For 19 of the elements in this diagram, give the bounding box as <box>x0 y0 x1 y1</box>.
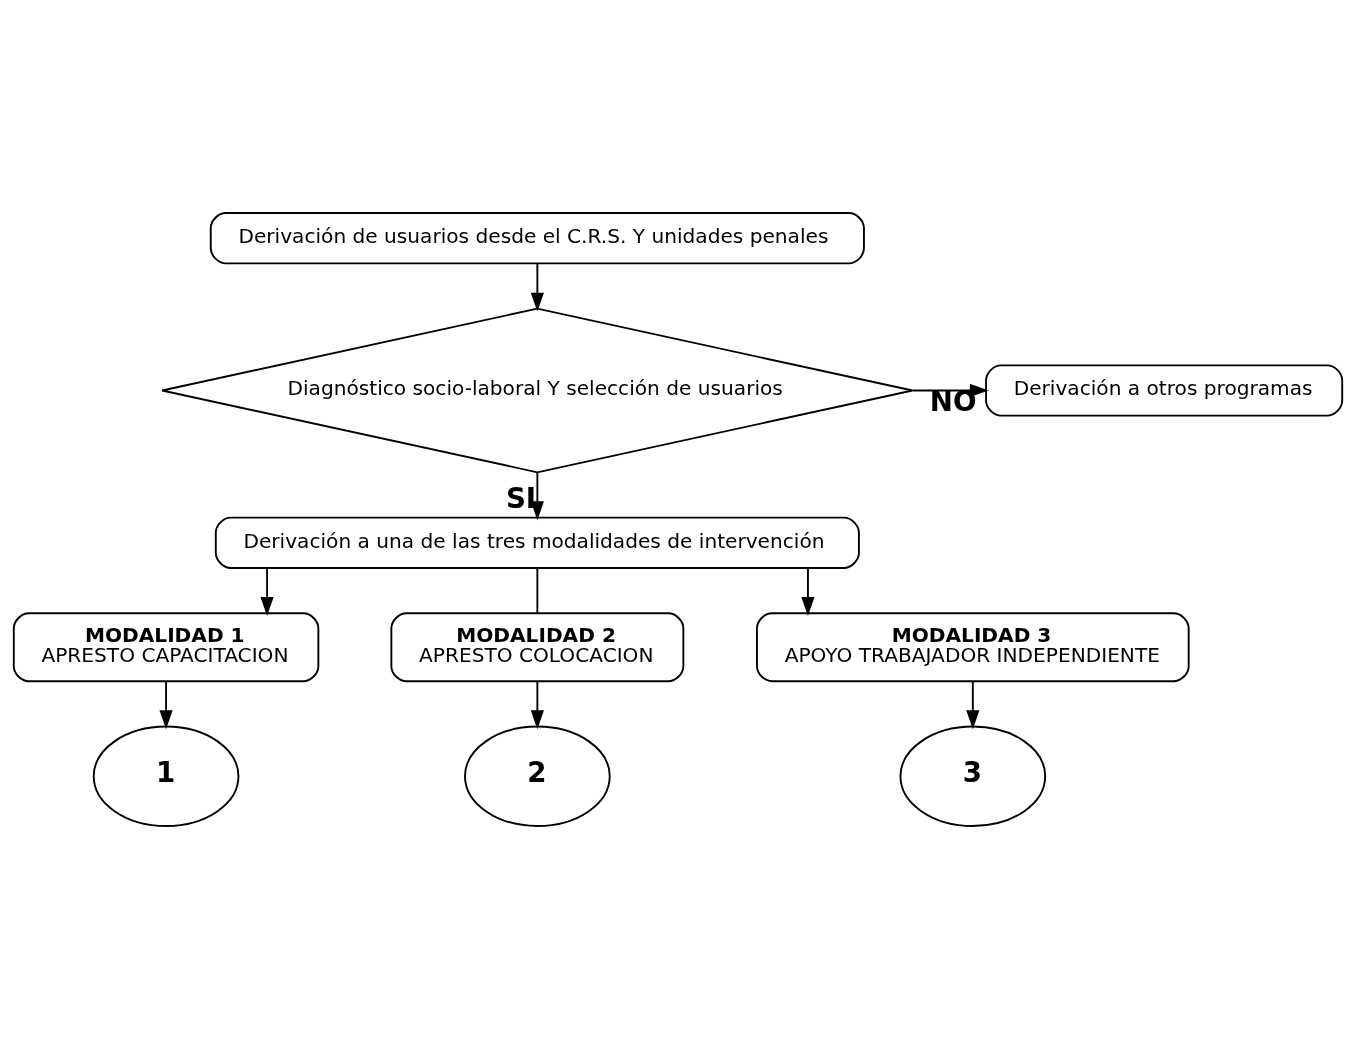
node-ellipse: 2 <box>464 725 611 827</box>
arrow <box>966 680 980 729</box>
node-diamond: Diagnóstico socio-laboral Y selección de usuarios <box>161 307 914 473</box>
node-box: MODALIDAD 1 APRESTO CAPACITACION <box>12 611 320 682</box>
node-ellipse: 3 <box>899 725 1047 827</box>
node-box: Derivación a una de las tres modalidades de intervención <box>214 516 860 569</box>
arrow <box>159 680 173 729</box>
arrow <box>260 566 274 616</box>
node-box: Derivación de usuarios desde el C.R.S. Y unidades penales <box>209 211 865 264</box>
node-box: Derivación a otros programas <box>985 363 1344 417</box>
arrow <box>801 566 815 616</box>
node-ellipse: 1 <box>92 725 240 827</box>
edge-label: SI <box>505 481 537 515</box>
arrow <box>530 680 544 729</box>
node-box: MODALIDAD 2 APRESTO COLOCACION <box>390 611 685 682</box>
arrow <box>530 262 544 312</box>
connector <box>536 566 539 614</box>
node-box: MODALIDAD 3 APOYO TRABAJADOR INDEPENDIENTE <box>756 611 1190 682</box>
arrow <box>530 471 544 520</box>
